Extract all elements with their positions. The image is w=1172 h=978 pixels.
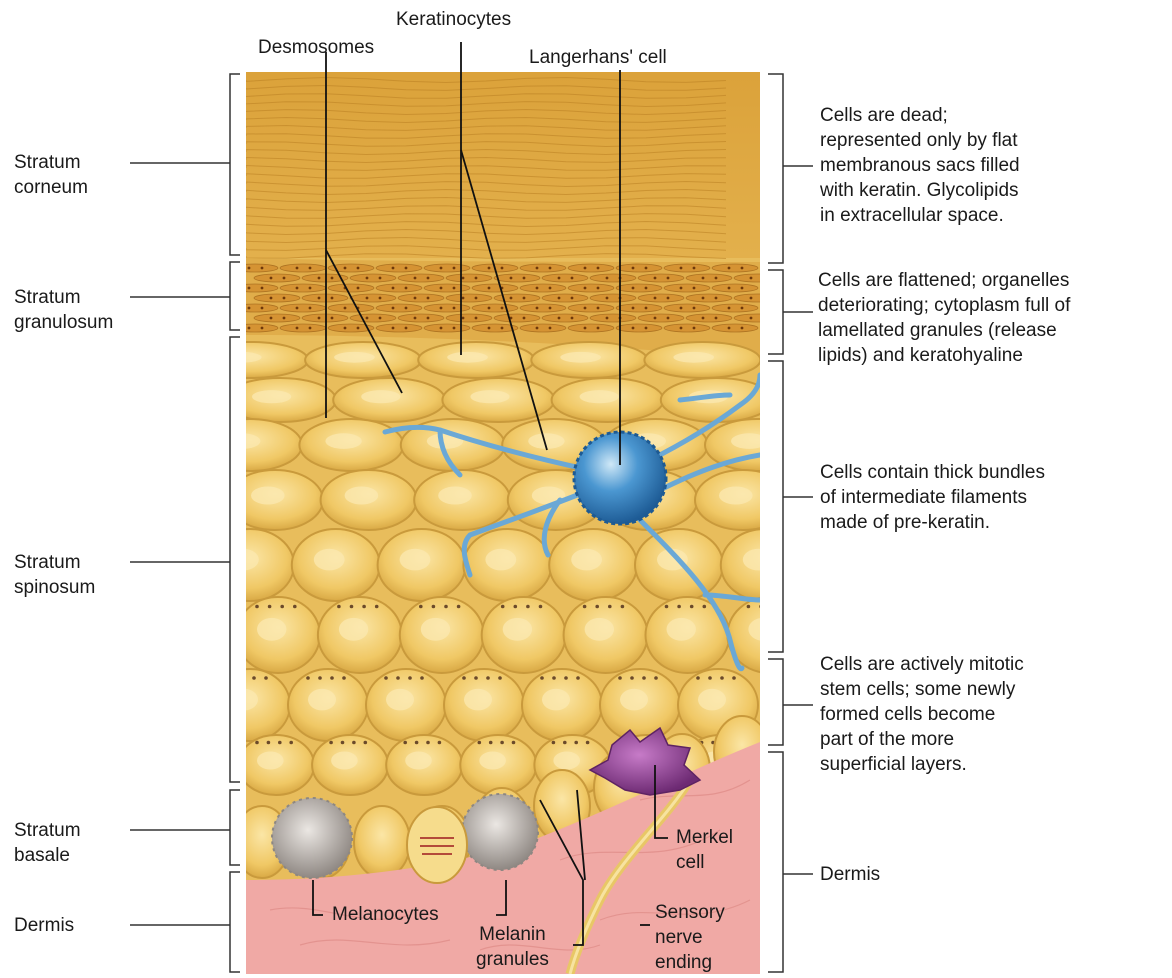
keratinocytes-label: Keratinocytes: [396, 7, 511, 32]
stratum-corneum-region: [246, 72, 760, 258]
left-leader-lines: [130, 163, 230, 925]
granulosum-description: Cells are flattened; organelles deterior…: [818, 268, 1070, 368]
merkel-cell-label: Merkel cell: [676, 825, 733, 875]
dermis-description: Dermis: [820, 862, 880, 887]
melanocyte-right: [462, 794, 538, 870]
melanocytes-label: Melanocytes: [332, 902, 439, 927]
stratum-corneum-label: Stratum corneum: [14, 150, 88, 200]
desmosomes-label: Desmosomes: [258, 35, 374, 60]
melanin-granules-label: Melanin granules: [476, 922, 549, 972]
left-brackets: [230, 74, 240, 972]
sensory-nerve-label: Sensory nerve ending: [655, 900, 725, 975]
right-brackets: [768, 74, 813, 972]
basale-description: Cells are actively mitotic stem cells; s…: [820, 652, 1024, 777]
spinosum-description: Cells contain thick bundles of intermedi…: [820, 460, 1045, 535]
stratum-basale-label: Stratum basale: [14, 818, 81, 868]
stratum-spinosum-label: Stratum spinosum: [14, 550, 95, 600]
granulosum-cells: [232, 264, 780, 332]
stratum-granulosum-label: Stratum granulosum: [14, 285, 113, 335]
melanocyte-left: [272, 798, 352, 878]
dermis-left-label: Dermis: [14, 913, 74, 938]
langerhans-cell-label: Langerhans' cell: [529, 45, 667, 70]
corneum-description: Cells are dead; represented only by flat…: [820, 103, 1020, 228]
